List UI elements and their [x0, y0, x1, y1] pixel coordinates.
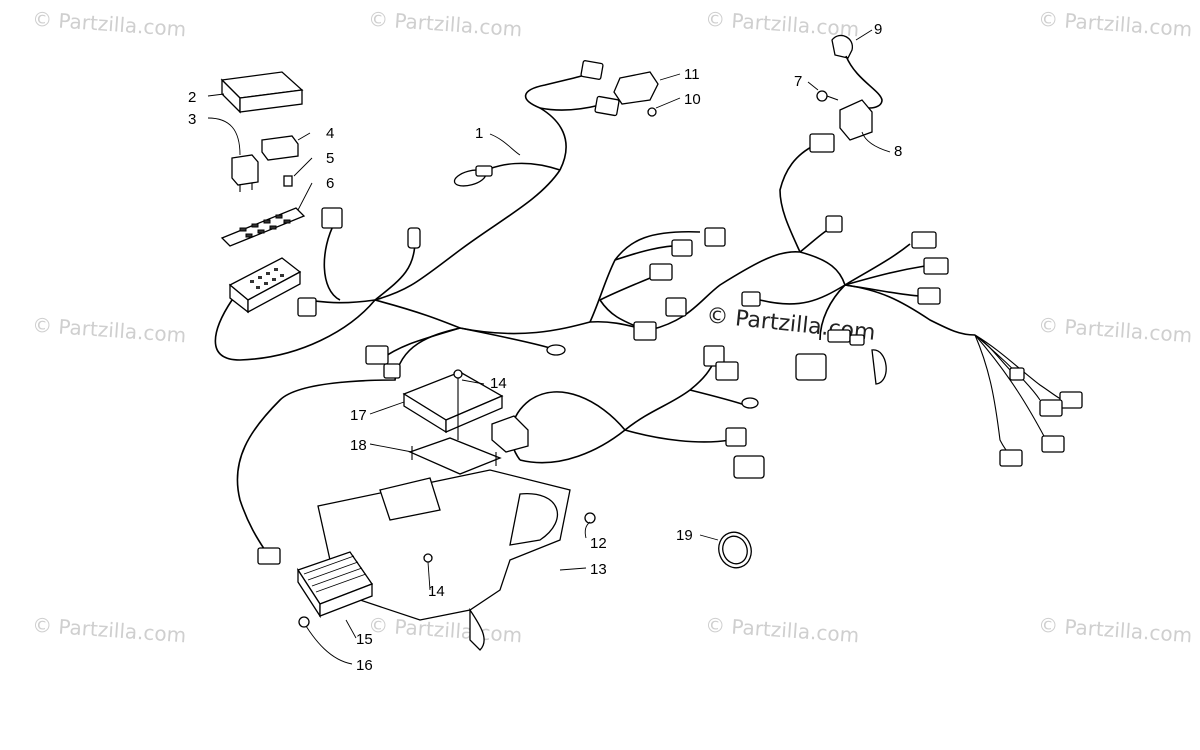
- callout-19: 19: [676, 527, 693, 544]
- callout-11: 11: [684, 66, 700, 83]
- callout-labels: 1 2 3 4 5 6 7 8 9 10 11 12 13 14 14 15 1…: [188, 21, 902, 674]
- callout-14a: 14: [490, 375, 507, 392]
- callout-14b: 14: [428, 583, 445, 600]
- harness-connectors: [257, 60, 1083, 565]
- callout-12: 12: [590, 535, 607, 552]
- callout-7: 7: [794, 73, 802, 90]
- callout-3: 3: [188, 111, 196, 128]
- wiring-harness: [214, 74, 1066, 556]
- callout-9: 9: [874, 21, 882, 38]
- callout-8: 8: [894, 143, 902, 160]
- fuse-box-group: [220, 71, 306, 314]
- callout-10: 10: [684, 91, 701, 108]
- callout-6: 6: [326, 175, 334, 192]
- callout-5: 5: [326, 150, 334, 167]
- cable-tie: [718, 531, 752, 569]
- callout-17: 17: [350, 407, 367, 424]
- callout-16: 16: [356, 657, 373, 674]
- ignition-coil-group: [816, 34, 883, 141]
- sensor-connector-group: [613, 71, 659, 117]
- callout-18: 18: [350, 437, 367, 454]
- callout-15: 15: [356, 631, 373, 648]
- battery-tray: [317, 469, 596, 651]
- callout-13: 13: [590, 561, 607, 578]
- callout-1: 1: [475, 125, 483, 142]
- callout-2: 2: [188, 89, 196, 106]
- voltage-regulator: [297, 551, 374, 628]
- ecu-group: [402, 369, 529, 475]
- leader-lines: [207, 29, 891, 665]
- callout-4: 4: [326, 125, 334, 142]
